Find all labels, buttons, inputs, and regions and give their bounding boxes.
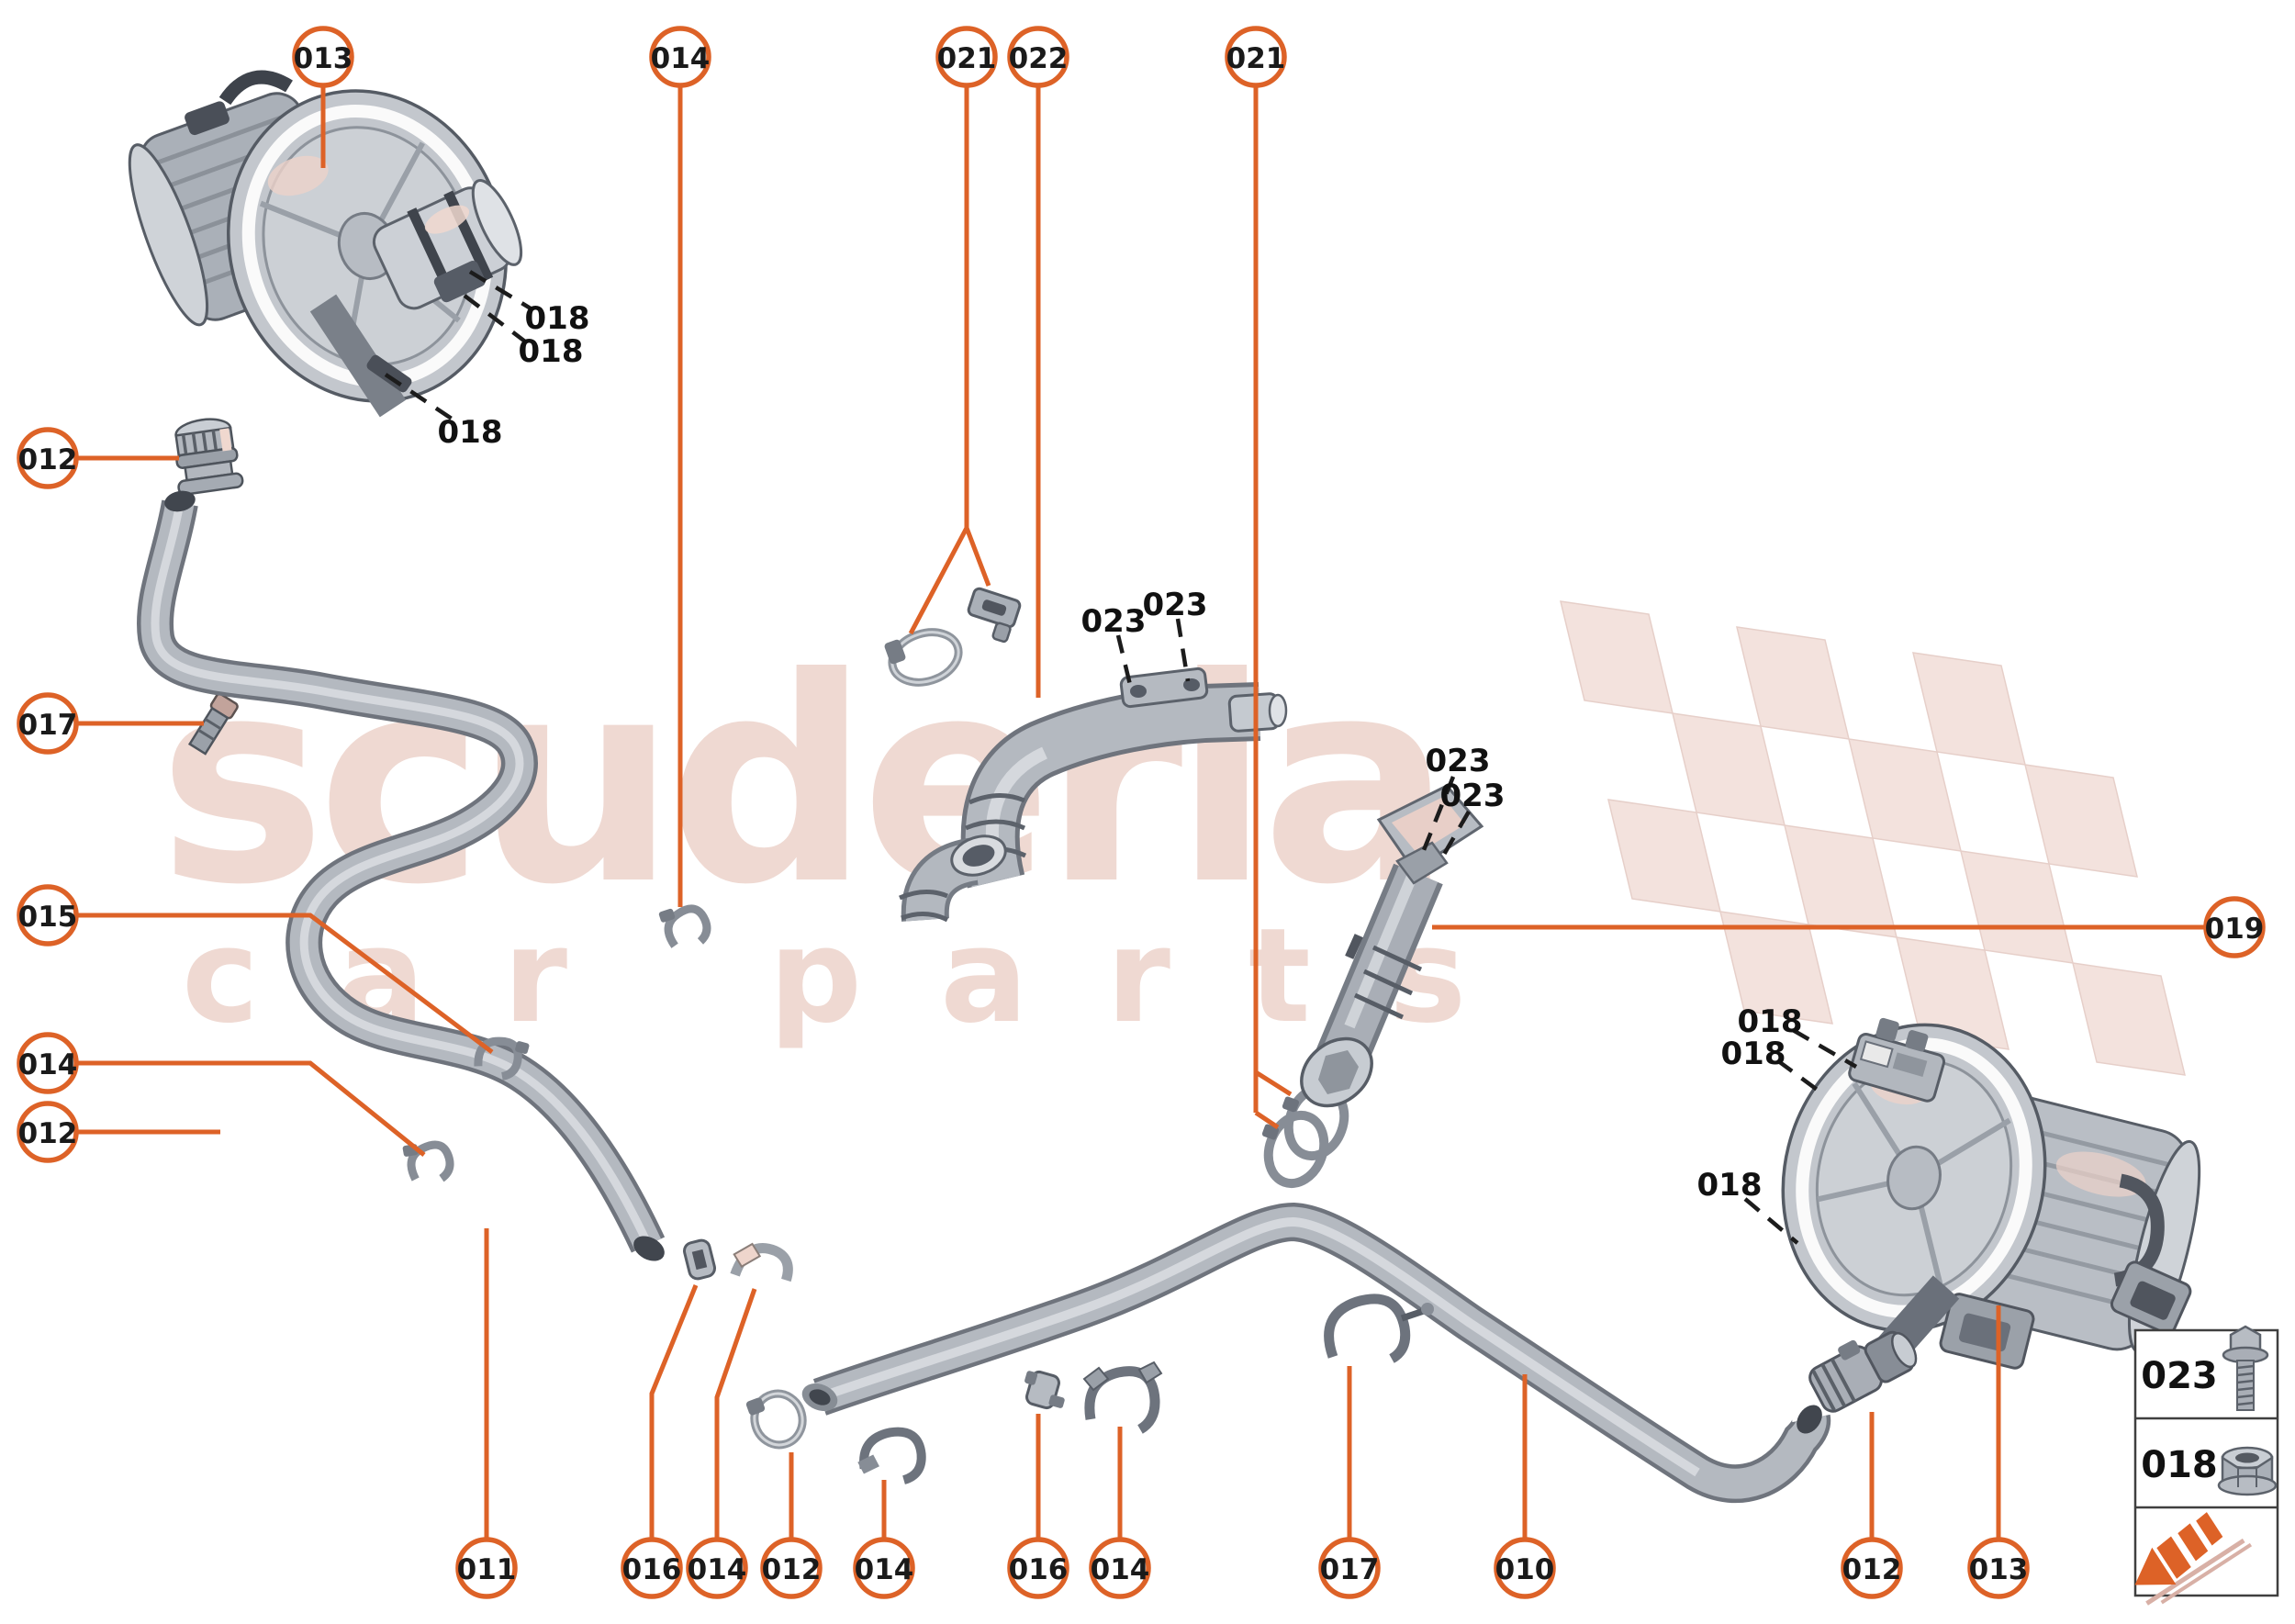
callout-012-bottom-1[interactable]: 012 — [760, 1537, 823, 1599]
callout-016-bottom-1[interactable]: 016 — [621, 1537, 683, 1599]
svg-text:012: 012 — [18, 443, 78, 476]
svg-text:013: 013 — [294, 42, 353, 75]
svg-text:021: 021 — [937, 42, 997, 75]
fitting-012-top[interactable] — [170, 416, 244, 496]
label-018-right-1: 018 — [1738, 1003, 1803, 1040]
callout-014-left[interactable]: 014 — [17, 1032, 79, 1094]
svg-text:017: 017 — [1320, 1553, 1380, 1586]
callout-016-bottom-2[interactable]: 016 — [1007, 1537, 1069, 1599]
bolt-017-left[interactable] — [187, 692, 239, 756]
legend-row-direction — [2134, 1512, 2253, 1606]
svg-text:019: 019 — [2205, 913, 2265, 946]
svg-text:021: 021 — [1226, 42, 1286, 75]
label-023-right-2: 023 — [1440, 778, 1506, 814]
svg-text:016: 016 — [1009, 1553, 1069, 1586]
callout-015-left[interactable]: 015 — [17, 884, 79, 946]
svg-text:014: 014 — [855, 1553, 914, 1586]
air-pump-left[interactable] — [111, 54, 546, 437]
flange-bolt-icon — [2222, 1325, 2269, 1411]
label-018-left-1: 018 — [525, 300, 590, 337]
svg-text:012: 012 — [18, 1117, 78, 1150]
callout-014-bottom-1[interactable]: 014 — [686, 1537, 748, 1599]
pump-left-bracket-tube — [309, 294, 407, 418]
callout-019-right[interactable]: 019 — [2203, 896, 2266, 958]
watermark-brand-text: scuderia — [158, 617, 1443, 946]
callout-014-bottom-2[interactable]: 014 — [853, 1537, 915, 1599]
callout-021-top-right[interactable]: 021 — [1225, 26, 1287, 88]
svg-text:014: 014 — [688, 1553, 747, 1586]
pump-left-handle — [218, 70, 293, 106]
check-valve-019[interactable] — [1288, 784, 1484, 1120]
clamp-014-b[interactable] — [730, 1241, 793, 1282]
air-pump-right[interactable] — [1752, 997, 2215, 1370]
label-023-mid-2: 023 — [1143, 587, 1208, 623]
callout-014-bottom-3[interactable]: 014 — [1089, 1537, 1151, 1599]
callout-017-left[interactable]: 017 — [17, 692, 79, 755]
svg-text:022: 022 — [1009, 42, 1069, 75]
callout-022-top[interactable]: 022 — [1007, 26, 1069, 88]
checkered-flag-watermark — [1560, 600, 2186, 1076]
callout-012-left[interactable]: 012 — [17, 427, 79, 489]
elbow-fitting-021[interactable] — [899, 830, 1011, 923]
svg-text:014: 014 — [18, 1048, 78, 1081]
leader-lines — [76, 85, 2205, 1539]
pump-right-top-bracket — [1848, 1017, 1946, 1103]
callout-013-bottom[interactable]: 013 — [1967, 1537, 2030, 1599]
callout-010-bottom[interactable]: 010 — [1494, 1537, 1556, 1599]
callout-011-bottom[interactable]: 011 — [455, 1537, 518, 1599]
direction-arrow-icon — [2134, 1512, 2253, 1606]
clip-016-a[interactable] — [682, 1238, 717, 1281]
svg-text:023: 023 — [2141, 1355, 2218, 1397]
label-018-right-2: 018 — [1721, 1036, 1786, 1072]
svg-text:010: 010 — [1495, 1553, 1555, 1586]
legend-row-018: 018 — [2141, 1444, 2278, 1496]
label-018-left-3: 018 — [438, 414, 503, 451]
label-018-left-2: 018 — [519, 333, 584, 370]
clamp-hook-014-d[interactable] — [856, 1427, 926, 1484]
svg-text:014: 014 — [651, 42, 711, 75]
brand-watermark: scuderia car parts — [158, 617, 1466, 1052]
hose-011[interactable] — [137, 488, 669, 1266]
hose-010[interactable] — [798, 1202, 1831, 1504]
svg-text:017: 017 — [18, 709, 78, 742]
flange-nut-icon — [2217, 1446, 2278, 1496]
clamp-ring-021-left[interactable] — [883, 624, 965, 690]
clip-016-b[interactable] — [1019, 1369, 1070, 1413]
clip-014-top[interactable] — [658, 900, 711, 951]
dashed-reference-lines — [384, 270, 1858, 1245]
svg-text:014: 014 — [1091, 1553, 1150, 1586]
legend-row-023: 023 — [2141, 1325, 2269, 1411]
label-023-mid-1: 023 — [1081, 603, 1147, 640]
callout-012-bottom-2[interactable]: 012 — [1841, 1537, 1903, 1599]
callout-021-top[interactable]: 021 — [935, 26, 998, 88]
svg-text:011: 011 — [457, 1553, 517, 1586]
clamp-u-014-e[interactable] — [1082, 1361, 1163, 1434]
callout-012-left-2[interactable]: 012 — [17, 1101, 79, 1163]
clamp-bracket-021-left[interactable] — [962, 587, 1022, 644]
clamp-u-017-b[interactable] — [1324, 1294, 1434, 1363]
callout-017-bottom[interactable]: 017 — [1318, 1537, 1381, 1599]
callout-014-top[interactable]: 014 — [649, 26, 711, 88]
legend-box: 023 018 — [2133, 1325, 2279, 1606]
svg-text:016: 016 — [622, 1553, 682, 1586]
clamp-ring-012-b[interactable] — [745, 1389, 808, 1450]
fitting-012-right[interactable] — [1803, 1316, 1923, 1415]
svg-text:012: 012 — [1842, 1553, 1902, 1586]
svg-text:018: 018 — [2141, 1444, 2218, 1486]
svg-text:013: 013 — [1969, 1553, 2029, 1586]
svg-text:015: 015 — [18, 901, 78, 934]
callout-013-top[interactable]: 013 — [292, 26, 354, 88]
label-018-right-3: 018 — [1697, 1167, 1763, 1204]
label-023-right-1: 023 — [1426, 743, 1491, 779]
svg-text:012: 012 — [762, 1553, 822, 1586]
